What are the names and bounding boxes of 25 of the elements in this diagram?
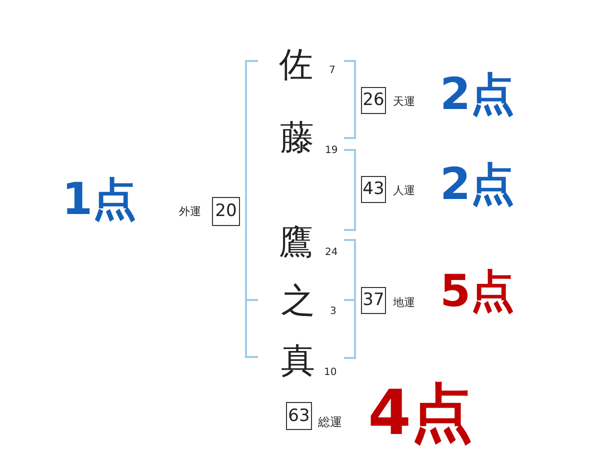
- name-character: 鷹: [279, 226, 313, 260]
- stroke-total-box: 26: [361, 87, 386, 114]
- stroke-total-box: 63: [286, 402, 312, 430]
- stroke-count: 24: [325, 248, 338, 258]
- point-score: 2点: [440, 163, 515, 207]
- point-score: 5点: [440, 270, 515, 314]
- fortune-name: 人運: [393, 185, 415, 196]
- fortune-name: 天運: [393, 96, 415, 107]
- point-score: 1点: [62, 178, 137, 222]
- stroke-count: 19: [325, 146, 338, 156]
- fortune-name: 外運: [179, 206, 201, 217]
- stroke-total-box: 37: [361, 287, 386, 314]
- point-score: 4点: [368, 382, 474, 444]
- fortune-name: 地運: [393, 297, 415, 308]
- stroke-total-box: 20: [212, 197, 240, 226]
- stroke-total-box: 43: [361, 176, 386, 203]
- point-score: 2点: [440, 73, 515, 117]
- name-character: 真: [281, 344, 315, 378]
- fortune-name: 総運: [318, 416, 342, 428]
- name-character: 藤: [280, 121, 314, 155]
- name-character: 之: [281, 284, 315, 318]
- stroke-count: 7: [329, 66, 336, 76]
- stroke-count: 3: [330, 307, 336, 317]
- name-character: 佐: [279, 48, 313, 82]
- stroke-count: 10: [324, 368, 337, 378]
